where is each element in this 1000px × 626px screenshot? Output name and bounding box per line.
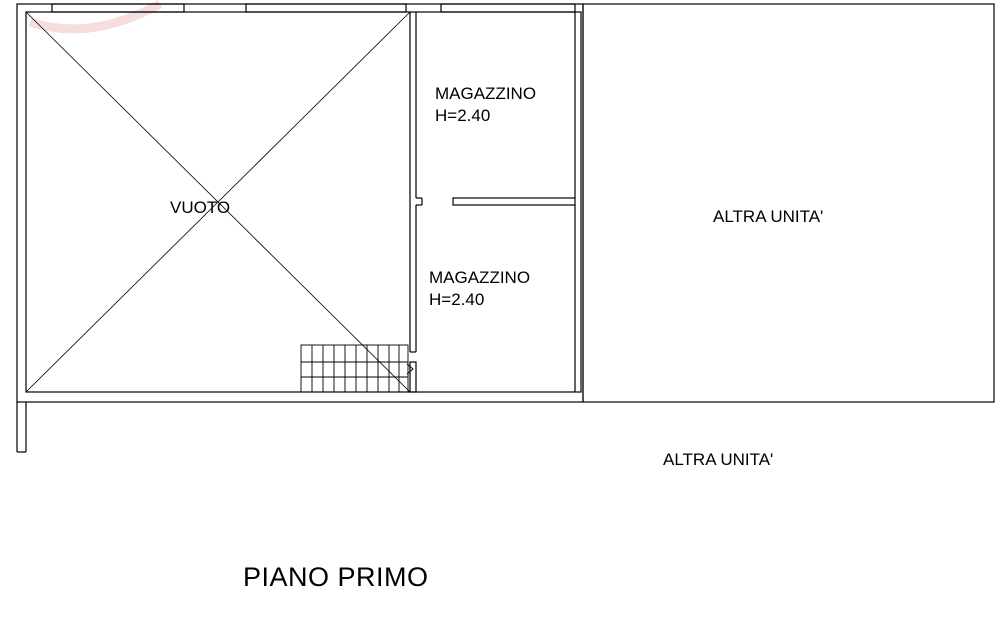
- storage-bottom-height: H=2.40: [429, 290, 485, 309]
- other-unit-below-label: ALTRA UNITA': [663, 450, 774, 469]
- storage-bottom-name: MAGAZZINO: [429, 268, 531, 287]
- inner-wall: [25, 11, 582, 393]
- storage-top-height: H=2.40: [435, 106, 491, 125]
- wall-stub: [16, 402, 27, 453]
- plan-title: PIANO PRIMO: [243, 562, 429, 592]
- partition-wall-horizontal: [452, 12, 576, 392]
- other-unit-right-label: ALTRA UNITA': [713, 207, 824, 226]
- storage-top-name: MAGAZZINO: [435, 84, 537, 103]
- window-marks: [51, 3, 576, 13]
- staircase: [300, 344, 414, 393]
- other-unit-right-outline: [582, 3, 995, 403]
- void-diagonal-2: [25, 11, 411, 393]
- partition-wall-vertical: [409, 12, 423, 393]
- watermark-arc: [28, 0, 163, 34]
- void-label: VUOTO: [170, 198, 231, 217]
- outer-wall: [16, 3, 584, 403]
